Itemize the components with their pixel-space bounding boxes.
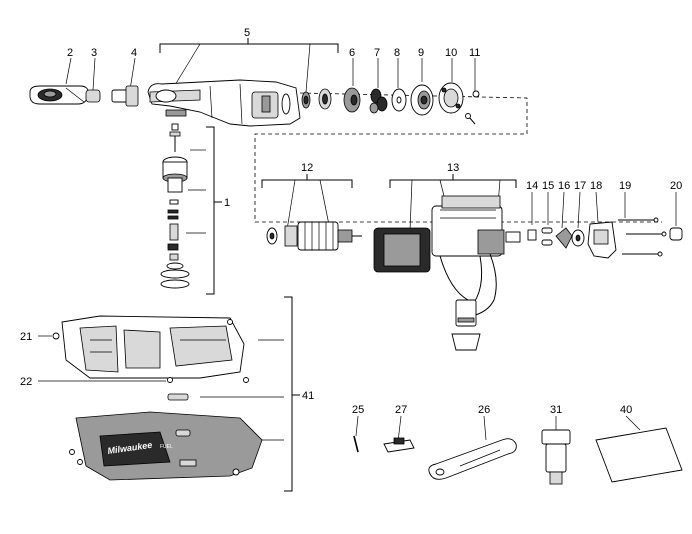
part-6-gear [343,87,361,113]
part-5-gear-housing [147,79,301,127]
leader-lines [38,57,677,443]
part-16-bracket [555,227,573,249]
assembly-path-lines [254,92,662,223]
part-19-long-screws [618,217,667,257]
callout-7: 7 [374,47,380,59]
part-40-label [595,427,683,483]
callout-labels: 1 2 3 4 5 6 7 8 9 10 11 12 13 14 15 16 1… [20,27,682,416]
callout-4: 4 [131,47,137,59]
callout-10: 10 [445,47,457,59]
part-15-pins [541,227,553,246]
part-2-ratchet-head [29,85,89,105]
part-26-belt-hook [428,438,517,480]
part-7-planet-gears [369,88,388,114]
callout-15: 15 [542,180,554,192]
callout-8: 8 [394,47,400,59]
callout-12: 12 [301,162,313,174]
callout-17: 17 [574,180,586,192]
part-20-nut [669,227,683,241]
callout-9: 9 [418,47,424,59]
part-31-socket-adapter [541,429,571,485]
bracket-41 [200,296,300,492]
part-41-housing-screws [167,393,189,401]
callout-25: 25 [352,404,364,416]
callout-22: 22 [20,376,32,388]
callout-6: 6 [349,47,355,59]
housing-badge-text: FUEL [160,444,173,450]
part-3-bushing [85,89,101,103]
part-9-ring-gear [410,84,434,116]
callout-41: 41 [302,390,314,402]
callout-5: 5 [244,27,250,39]
bracket-1 [186,126,222,295]
part-5-bearings [301,88,332,110]
callout-18: 18 [590,180,602,192]
part-8-washer [391,88,407,112]
callout-14: 14 [526,180,538,192]
part-18-end-cap [587,221,617,259]
callout-2: 2 [67,47,73,59]
callout-40: 40 [620,404,632,416]
part-14-spacer [527,229,537,241]
callout-27: 27 [395,404,407,416]
part-21-housing-half-inside [52,315,249,383]
part-4-drive-shaft [111,85,139,107]
callout-20: 20 [670,180,682,192]
callout-13: 13 [447,162,459,174]
part-1-clutch-assembly [160,123,190,289]
callout-3: 3 [91,47,97,59]
callout-31: 31 [550,404,562,416]
callout-1: 1 [224,197,230,209]
part-13-motor-assembly [373,195,521,351]
callout-11: 11 [469,47,480,59]
callout-26: 26 [478,404,490,416]
bracket-5 [159,38,339,93]
part-27-clip [383,437,415,453]
part-10-gear-case [438,82,464,114]
callout-16: 16 [558,180,570,192]
callout-19: 19 [619,180,631,192]
part-25-pin [353,435,359,453]
part-41-housing-half-outside: Milwaukee FUEL [69,411,263,481]
callout-21: 21 [20,331,32,343]
part-11-screws [465,90,480,125]
part-17-bushing [571,229,585,247]
part-12-armature [266,221,362,251]
